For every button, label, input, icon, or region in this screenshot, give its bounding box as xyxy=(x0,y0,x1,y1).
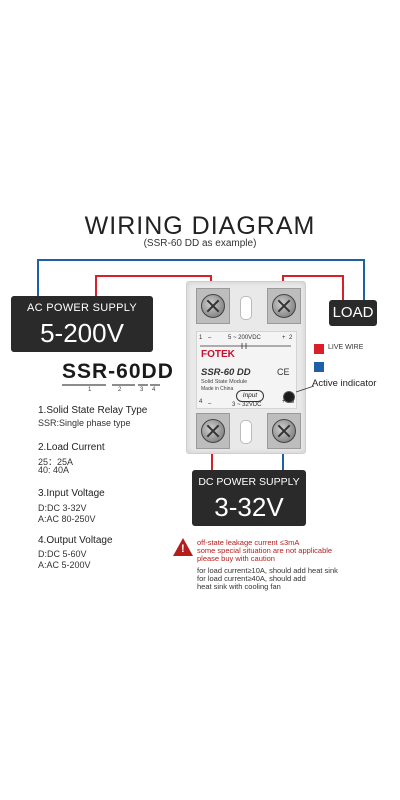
warning-line-3: please buy with caution xyxy=(197,554,275,563)
mounting-hole-top xyxy=(240,296,252,320)
model-code: SSR-60DD xyxy=(62,360,174,383)
model-digit-3: 3 xyxy=(140,387,144,393)
terminal-1-polarity: – xyxy=(208,335,212,341)
ac-supply-label: AC POWER SUPPLY xyxy=(26,302,138,314)
terminal-4-polarity: – xyxy=(208,401,212,407)
diagram-subtitle: (SSR-60 DD as example) xyxy=(143,238,257,249)
mounting-hole-bottom xyxy=(240,420,252,444)
active-indicator-led xyxy=(283,391,295,403)
output-rating: 5 ~ 200VDC xyxy=(228,335,261,341)
heatsink-note-2: for load current≥40A, should add xyxy=(197,574,306,583)
screw-terminal-1-icon xyxy=(201,294,225,318)
dc-power-supply-box: DC POWER SUPPLY 3-32V xyxy=(192,470,306,526)
section-4-heading: 4.Output Voltage xyxy=(38,535,113,546)
section-2-line-1: 25：25A xyxy=(38,457,74,467)
input-rating: 3 ~ 32VDC xyxy=(232,402,262,408)
relay-brand-logo: FOTEK xyxy=(201,349,235,360)
relay-label-face xyxy=(196,331,297,409)
warning-line-2: some special situation are not applicabl… xyxy=(197,546,333,555)
active-indicator-label: Active indicator xyxy=(312,378,377,389)
section-3-heading: 3.Input Voltage xyxy=(38,488,105,499)
live-wire-label: LIVE WIRE xyxy=(328,344,364,351)
terminal-3-number: 3 xyxy=(291,399,295,405)
heatsink-note-1: for load current≥10A, should add heat si… xyxy=(197,566,338,575)
model-digit-1: 1 xyxy=(88,387,92,393)
relay-model: SSR-60 DD xyxy=(201,367,251,378)
model-digit-4: 4 xyxy=(152,387,156,393)
terminal-4-number: 4 xyxy=(199,399,203,405)
section-2-heading: 2.Load Current xyxy=(38,442,105,453)
terminal-2-number: 2 xyxy=(289,335,293,341)
section-3-line-2: A:AC 80-250V xyxy=(38,514,96,524)
section-1-line-1: SSR:Single phase type xyxy=(38,418,131,428)
screw-terminal-3-icon xyxy=(272,419,296,443)
section-2-line-2: 40: 40A xyxy=(38,465,70,475)
input-label: Input xyxy=(236,390,264,402)
relay-module-text: Solid State Module xyxy=(201,379,248,385)
model-digit-2: 2 xyxy=(118,387,122,393)
dc-supply-voltage: 3-32V xyxy=(214,492,284,522)
section-3-line-1: D:DC 3-32V xyxy=(38,503,87,513)
warning-line-1: off-state leakage current ≤3mA xyxy=(197,538,300,547)
ac-power-supply-box: AC POWER SUPPLY 5-200V xyxy=(11,296,153,352)
diagram-title: WIRING DIAGRAM xyxy=(84,212,316,240)
load-box: LOAD xyxy=(329,300,377,326)
ac-supply-voltage: 5-200V xyxy=(40,318,124,348)
ce-mark: CE xyxy=(277,367,290,377)
section-1-heading: 1.Solid State Relay Type xyxy=(38,405,148,416)
active-indicator-pointer xyxy=(295,385,315,393)
screw-terminal-4-icon xyxy=(201,419,225,443)
section-4-line-2: A:AC 5-200V xyxy=(38,560,91,570)
model-code-underlines xyxy=(62,384,160,386)
section-4-line-1: D:DC 5-60V xyxy=(38,549,87,559)
warning-triangle-icon xyxy=(173,538,193,556)
relay-made-in: Made in China xyxy=(201,386,234,392)
dc-supply-label: DC POWER SUPPLY xyxy=(198,476,300,488)
screw-terminal-2-icon xyxy=(272,294,296,318)
terminal-3-polarity: + xyxy=(282,399,286,405)
neutral-wire xyxy=(37,259,365,300)
terminal-2-polarity: + xyxy=(282,335,286,341)
live-wire-swatch xyxy=(314,344,324,354)
heatsink-note-3: heat sink with cooling fan xyxy=(197,582,281,591)
neutral-wire-swatch xyxy=(314,362,324,372)
output-rating-line xyxy=(200,343,291,349)
terminal-1-number: 1 xyxy=(199,335,203,341)
warning-exclamation-icon: ! xyxy=(181,543,185,555)
